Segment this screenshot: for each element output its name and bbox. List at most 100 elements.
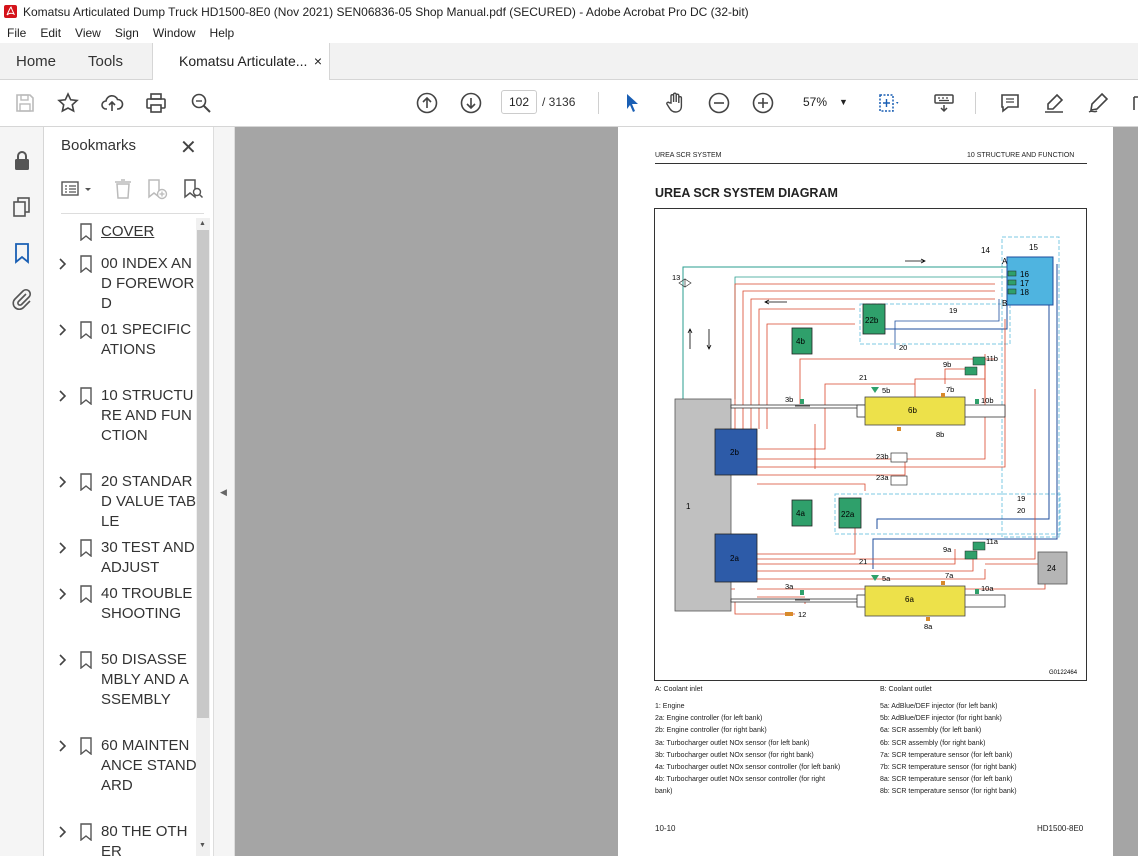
zoom-level-select[interactable]: 57% ▼ — [793, 90, 855, 114]
menu-bar: File Edit View Sign Window Help — [0, 23, 1138, 43]
bookmark-label: 20 STANDARD VALUE TABLE — [101, 473, 197, 530]
menu-window[interactable]: Window — [152, 26, 196, 40]
comment-icon[interactable] — [998, 91, 1022, 115]
diagram-label: 21 — [859, 373, 867, 382]
chevron-right-icon[interactable] — [58, 256, 68, 272]
hand-tool-icon[interactable] — [663, 91, 687, 115]
diagram-label: 6a — [905, 595, 914, 604]
diagram-label: 21 — [859, 557, 867, 566]
chevron-right-icon[interactable] — [58, 388, 68, 404]
chevron-right-icon[interactable] — [58, 474, 68, 490]
legend-entry: 3b: Turbocharger outlet NOx sensor (for … — [655, 751, 814, 759]
save-icon[interactable] — [13, 91, 37, 115]
tab-close-button[interactable]: × — [313, 53, 322, 69]
legend-entry: 7a: SCR temperature sensor (for left ban… — [880, 751, 1013, 759]
diagram-label: 10b — [981, 396, 994, 405]
chevron-right-icon[interactable] — [58, 322, 68, 338]
legend-entry: 5a: AdBlue/DEF injector (for left bank) — [880, 703, 998, 710]
menu-edit[interactable]: Edit — [40, 26, 62, 40]
bookmark-panel-icon[interactable] — [10, 241, 34, 265]
chevron-right-icon[interactable] — [58, 824, 68, 840]
diagram-label: 12 — [798, 610, 806, 619]
toolbar-divider — [598, 92, 599, 114]
scroll-up-icon[interactable]: ▲ — [199, 220, 206, 227]
diagram-label: 11a — [986, 537, 999, 546]
diagram-label: 9b — [943, 360, 951, 369]
legend-entry: 8b: SCR temperature sensor (for right ba… — [880, 788, 1017, 796]
lock-icon[interactable] — [10, 149, 34, 173]
legend-entry: 2b: Engine controller (for right bank) — [655, 727, 767, 735]
diagram-label: 13 — [672, 273, 680, 282]
diagram-label: 5a — [882, 574, 891, 583]
next-page-icon[interactable] — [459, 91, 483, 115]
legend-entry: 1: Engine — [655, 703, 685, 710]
legend-entry: bank) — [655, 788, 673, 796]
chevron-right-icon[interactable] — [58, 540, 68, 556]
zoom-level-value: 57% — [803, 95, 828, 109]
window-title: Komatsu Articulated Dump Truck HD1500-8E… — [23, 4, 749, 19]
star-icon[interactable] — [56, 91, 80, 115]
panel-splitter[interactable]: ◀ — [213, 127, 235, 856]
diagram-label: 4b — [796, 337, 805, 346]
collapse-panel-icon[interactable]: ◀ — [220, 487, 227, 497]
upload-cloud-icon[interactable] — [100, 91, 124, 115]
scrollbar-thumb[interactable] — [197, 230, 209, 718]
print-icon[interactable] — [144, 91, 168, 115]
diagram-label: 22a — [841, 510, 855, 519]
fit-page-icon[interactable] — [876, 91, 900, 115]
diagram-label: 24 — [1047, 564, 1056, 573]
scroll-down-icon[interactable]: ▼ — [199, 842, 206, 849]
bookmark-label: 40 TROUBLESHOOTING — [101, 585, 193, 622]
legend-entry: 6a: SCR assembly (for left bank) — [880, 727, 982, 735]
menu-file[interactable]: File — [7, 26, 27, 40]
tab-home[interactable]: Home — [16, 53, 57, 70]
diagram-label: 4a — [796, 509, 805, 518]
zoom-in-icon[interactable] — [751, 91, 775, 115]
delete-bookmark-icon[interactable] — [113, 177, 133, 201]
bookmark-icon — [79, 255, 93, 274]
bookmark-icon — [79, 473, 93, 492]
chevron-right-icon[interactable] — [58, 652, 68, 668]
tab-tools[interactable]: Tools — [88, 53, 124, 70]
pages-thumbnails-icon[interactable] — [10, 195, 34, 219]
bookmark-options-icon[interactable] — [61, 180, 95, 200]
find-bookmark-icon[interactable] — [181, 177, 205, 201]
bookmark-label: 50 DISASSEMBLY AND ASSEMBLY — [101, 651, 189, 708]
toolbar-divider — [975, 92, 976, 114]
legend-entry: 5b: AdBlue/DEF injector (for right bank) — [880, 715, 1002, 723]
bookmark-icon — [79, 387, 93, 406]
menu-view[interactable]: View — [75, 26, 101, 40]
diagram-label: 7b — [946, 385, 954, 394]
tab-document-label: Komatsu Articulate... — [179, 53, 308, 69]
bookmark-label: 01 SPECIFICATIONS — [101, 321, 192, 358]
select-cursor-icon[interactable] — [620, 91, 644, 115]
bookmark-icon — [79, 823, 93, 842]
attachment-icon[interactable] — [10, 287, 34, 311]
tab-document[interactable]: Komatsu Articulate... × — [152, 43, 330, 80]
more-tools-icon[interactable] — [1126, 91, 1138, 115]
zoom-search-icon[interactable] — [189, 91, 213, 115]
zoom-out-icon[interactable] — [707, 91, 731, 115]
chevron-right-icon[interactable] — [58, 586, 68, 602]
page-number-input[interactable]: 102 — [501, 90, 537, 114]
diagram-label: B — [1002, 299, 1007, 308]
diagram-label: 6b — [908, 406, 917, 415]
diagram-label: 22b — [865, 316, 879, 325]
diagram-label: 10a — [981, 584, 994, 593]
document-scrollbar[interactable] — [1113, 127, 1138, 856]
bookmarks-scrollbar[interactable]: ▲ ▼ — [196, 218, 210, 856]
diagram-label: 9a — [943, 545, 952, 554]
add-bookmark-icon[interactable] — [145, 177, 169, 201]
menu-sign[interactable]: Sign — [114, 26, 139, 40]
previous-page-icon[interactable] — [415, 91, 439, 115]
highlighter-icon[interactable] — [1042, 91, 1066, 115]
close-panel-button[interactable]: ✕ — [180, 137, 197, 159]
diagram-label: 8b — [936, 430, 944, 439]
diagram-label: 8a — [924, 622, 933, 631]
menu-help[interactable]: Help — [209, 26, 235, 40]
diagram-label: 5b — [882, 386, 890, 395]
sign-pen-icon[interactable] — [1086, 91, 1110, 115]
chevron-right-icon[interactable] — [58, 738, 68, 754]
keyboard-scroll-icon[interactable] — [932, 91, 956, 115]
